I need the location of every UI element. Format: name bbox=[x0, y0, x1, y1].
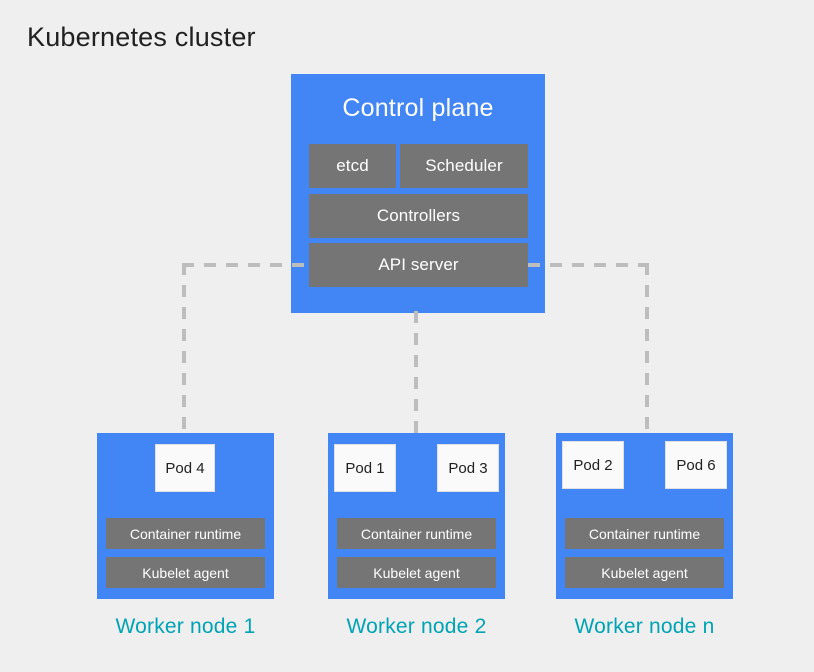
control-plane-component-api-server: API server bbox=[309, 243, 528, 287]
page-title: Kubernetes cluster bbox=[27, 22, 256, 52]
worker-node-n-label: Worker node n bbox=[574, 615, 715, 638]
worker-node-2-box: Pod 1 Pod 3 Container runtime Kubelet ag… bbox=[328, 433, 505, 599]
worker-node-2-label: Worker node 2 bbox=[346, 615, 487, 638]
pod-box: Pod 3 bbox=[437, 444, 499, 492]
control-plane-component-controllers: Controllers bbox=[309, 194, 528, 238]
worker-node-1-box: Pod 4 Container runtime Kubelet agent bbox=[97, 433, 274, 599]
control-plane-component-etcd: etcd bbox=[309, 144, 396, 188]
control-plane-box: Control plane etcd Scheduler Controllers… bbox=[291, 74, 545, 313]
pod-box: Pod 1 bbox=[334, 444, 396, 492]
worker-node-2-container-runtime: Container runtime bbox=[337, 518, 496, 549]
worker-node-n-box: Pod 2 Pod 6 Container runtime Kubelet ag… bbox=[556, 433, 733, 599]
worker-node-1-kubelet-agent: Kubelet agent bbox=[106, 557, 265, 588]
connector-api-server-to-worker-1-vertical bbox=[182, 263, 186, 435]
control-plane-component-scheduler: Scheduler bbox=[400, 144, 528, 188]
worker-node-2-kubelet-agent: Kubelet agent bbox=[337, 557, 496, 588]
connector-api-server-to-worker-n-horizontal bbox=[528, 263, 649, 267]
connector-api-server-to-worker-n-vertical bbox=[645, 263, 649, 435]
pod-box: Pod 4 bbox=[155, 444, 215, 492]
pod-box: Pod 2 bbox=[562, 441, 624, 489]
control-plane-title: Control plane bbox=[342, 94, 494, 122]
connector-api-server-to-worker-1-horizontal bbox=[182, 263, 310, 267]
worker-node-n-container-runtime: Container runtime bbox=[565, 518, 724, 549]
pod-box: Pod 6 bbox=[665, 441, 727, 489]
worker-node-1-container-runtime: Container runtime bbox=[106, 518, 265, 549]
worker-node-n-kubelet-agent: Kubelet agent bbox=[565, 557, 724, 588]
worker-node-1-label: Worker node 1 bbox=[115, 615, 256, 638]
connector-api-server-to-worker-2-vertical bbox=[414, 311, 418, 435]
